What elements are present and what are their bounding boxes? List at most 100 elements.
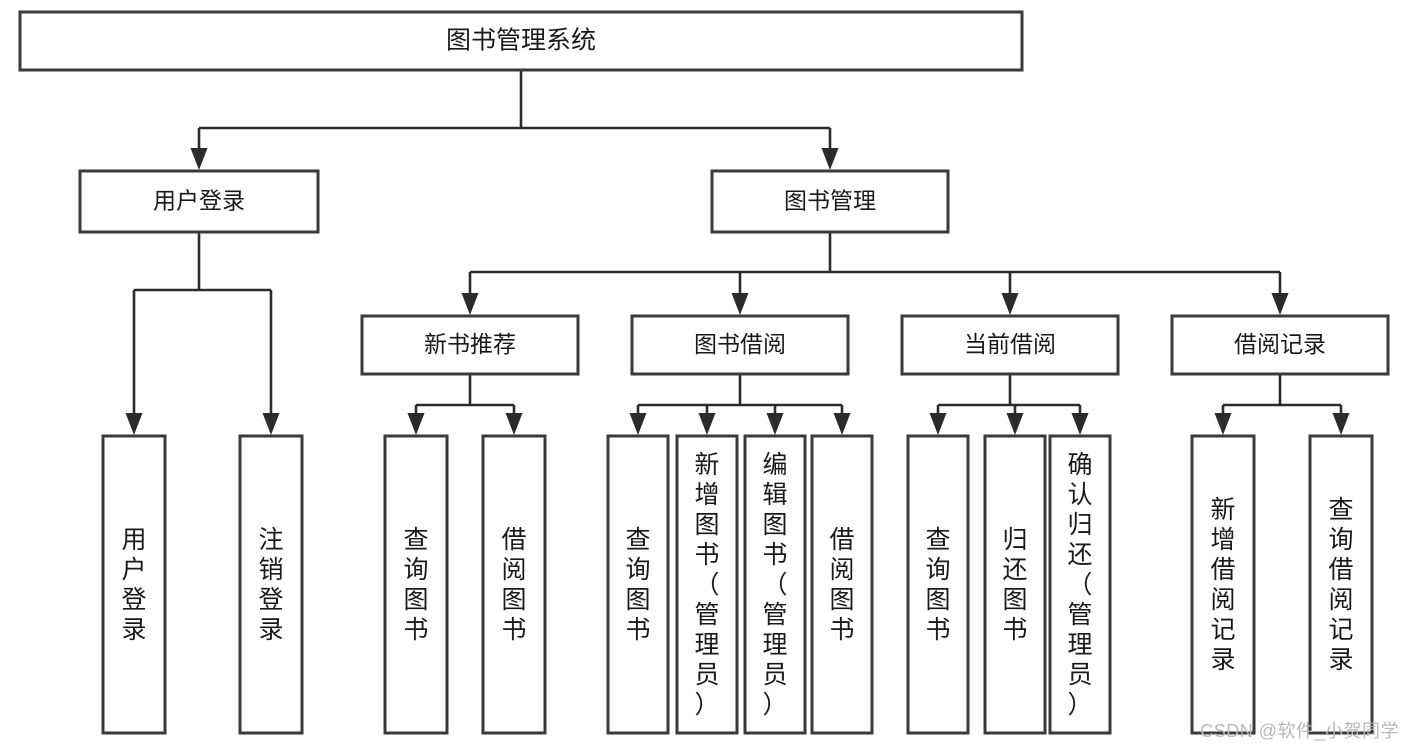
node-box (1308, 434, 1374, 735)
node-borrow-record[interactable]: 借阅记录 (1170, 314, 1390, 376)
arrow-head-icon (407, 413, 425, 435)
node-current-borrow[interactable]: 当前借阅 (900, 314, 1120, 376)
arrow-head-icon (698, 413, 716, 435)
node-label-char: 注 (258, 526, 283, 554)
arrow-head-icon (1006, 413, 1024, 435)
node-leaf-user-login[interactable]: 用户登录用户登录 (101, 434, 167, 735)
node-label-char: 登 (121, 586, 146, 614)
node-label-char: 管 (762, 601, 787, 629)
node-label-char: 增 (1210, 526, 1235, 554)
arrow-head-icon (1071, 413, 1089, 435)
node-label-char: 销 (258, 556, 283, 584)
node-label-char: 查 (925, 526, 950, 554)
node-label-char: 员 (1067, 661, 1092, 689)
node-box (18, 10, 1024, 72)
node-label-char: 用 (121, 526, 146, 554)
arrow-head-icon (1001, 293, 1019, 315)
node-label-char: 询 (403, 556, 428, 584)
node-label-char: 询 (1328, 526, 1353, 554)
node-label-char: 图 (829, 586, 854, 614)
node-label-char: 录 (1210, 646, 1235, 674)
node-box (383, 434, 449, 735)
node-label-char: 询 (625, 556, 650, 584)
node-label-char: 阅 (1210, 586, 1235, 614)
node-label-char: 员 (694, 661, 719, 689)
node-label-char: 书 (625, 616, 650, 644)
node-label-char: 图 (403, 586, 428, 614)
node-label-char: 管 (694, 601, 719, 629)
node-label-char: 新 (694, 451, 719, 479)
node-label-char: 借 (1328, 556, 1353, 584)
node-leaf-query-book-1[interactable]: 查询图书查询图书 (383, 434, 449, 735)
node-leaf-query-record[interactable]: 查询借阅记录查询借阅记录 (1308, 434, 1374, 735)
node-label-char: （ (1067, 571, 1092, 599)
node-label-char: 新 (1210, 496, 1235, 524)
node-label-char: 员 (762, 661, 787, 689)
arrow-head-icon (929, 413, 947, 435)
nodes-layer: 图书管理系统用户登录图书管理新书推荐图书借阅当前借阅借阅记录用户登录用户登录注销… (18, 10, 1390, 735)
node-label-char: 理 (694, 631, 719, 659)
node-box (900, 314, 1120, 376)
node-box (1170, 314, 1390, 376)
node-book-manage[interactable]: 图书管理 (710, 169, 950, 234)
node-box (238, 434, 304, 735)
node-box (360, 314, 580, 376)
node-box (743, 434, 807, 735)
node-leaf-borrow-book-2[interactable]: 借阅图书借阅图书 (810, 434, 874, 735)
node-label-char: 借 (501, 526, 526, 554)
node-label: 图书管理系统 (446, 27, 596, 55)
node-leaf-return-book[interactable]: 归还图书归还图书 (983, 434, 1047, 735)
node-leaf-user-logout[interactable]: 注销登录注销登录 (238, 434, 304, 735)
node-label-char: 借 (829, 526, 854, 554)
node-label-char: 图 (1002, 586, 1027, 614)
node-label: 借阅记录 (1234, 331, 1326, 357)
node-box (1190, 434, 1256, 735)
node-label-char: （ (762, 571, 787, 599)
arrow-head-icon (766, 413, 784, 435)
node-label-char: 书 (403, 616, 428, 644)
node-leaf-add-record[interactable]: 新增借阅记录新增借阅记录 (1190, 434, 1256, 735)
node-label-char: 辑 (762, 481, 787, 509)
node-label: 当前借阅 (964, 331, 1056, 357)
node-book-borrow[interactable]: 图书借阅 (630, 314, 850, 376)
node-box (481, 434, 547, 735)
node-label-char: 理 (1067, 631, 1092, 659)
arrow-head-icon (1214, 413, 1232, 435)
node-leaf-borrow-book-1[interactable]: 借阅图书借阅图书 (481, 434, 547, 735)
arrow-head-icon (821, 148, 839, 170)
node-root[interactable]: 图书管理系统 (18, 10, 1024, 72)
node-label-char: 查 (403, 526, 428, 554)
node-box (630, 314, 850, 376)
node-new-book-rec[interactable]: 新书推荐 (360, 314, 580, 376)
node-label: 图书管理 (784, 188, 876, 214)
node-box (983, 434, 1047, 735)
node-leaf-query-book-2[interactable]: 查询图书查询图书 (606, 434, 670, 735)
node-box (675, 434, 739, 735)
arrow-head-icon (125, 413, 143, 435)
arrow-head-icon (190, 148, 208, 170)
node-label-char: 书 (762, 541, 787, 569)
node-box (1048, 434, 1112, 735)
node-user-login[interactable]: 用户登录 (78, 169, 320, 234)
node-label-char: 户 (121, 556, 146, 584)
node-label-char: 增 (694, 481, 719, 509)
node-leaf-query-book-3[interactable]: 查询图书查询图书 (906, 434, 970, 735)
node-label: 用户登录 (153, 188, 245, 214)
connector-group-new-book-rec (407, 374, 523, 435)
arrow-head-icon (262, 413, 280, 435)
node-label-char: 借 (1210, 556, 1235, 584)
node-label: 图书借阅 (694, 331, 786, 357)
node-label-char: 书 (925, 616, 950, 644)
node-label-char: 书 (501, 616, 526, 644)
arrow-head-icon (1271, 293, 1289, 315)
node-label-char: 还 (1002, 556, 1027, 584)
node-box (78, 169, 320, 234)
node-label-char: 录 (1328, 646, 1353, 674)
node-box (810, 434, 874, 735)
connector-group-root (190, 70, 839, 170)
node-label-char: 录 (258, 616, 283, 644)
